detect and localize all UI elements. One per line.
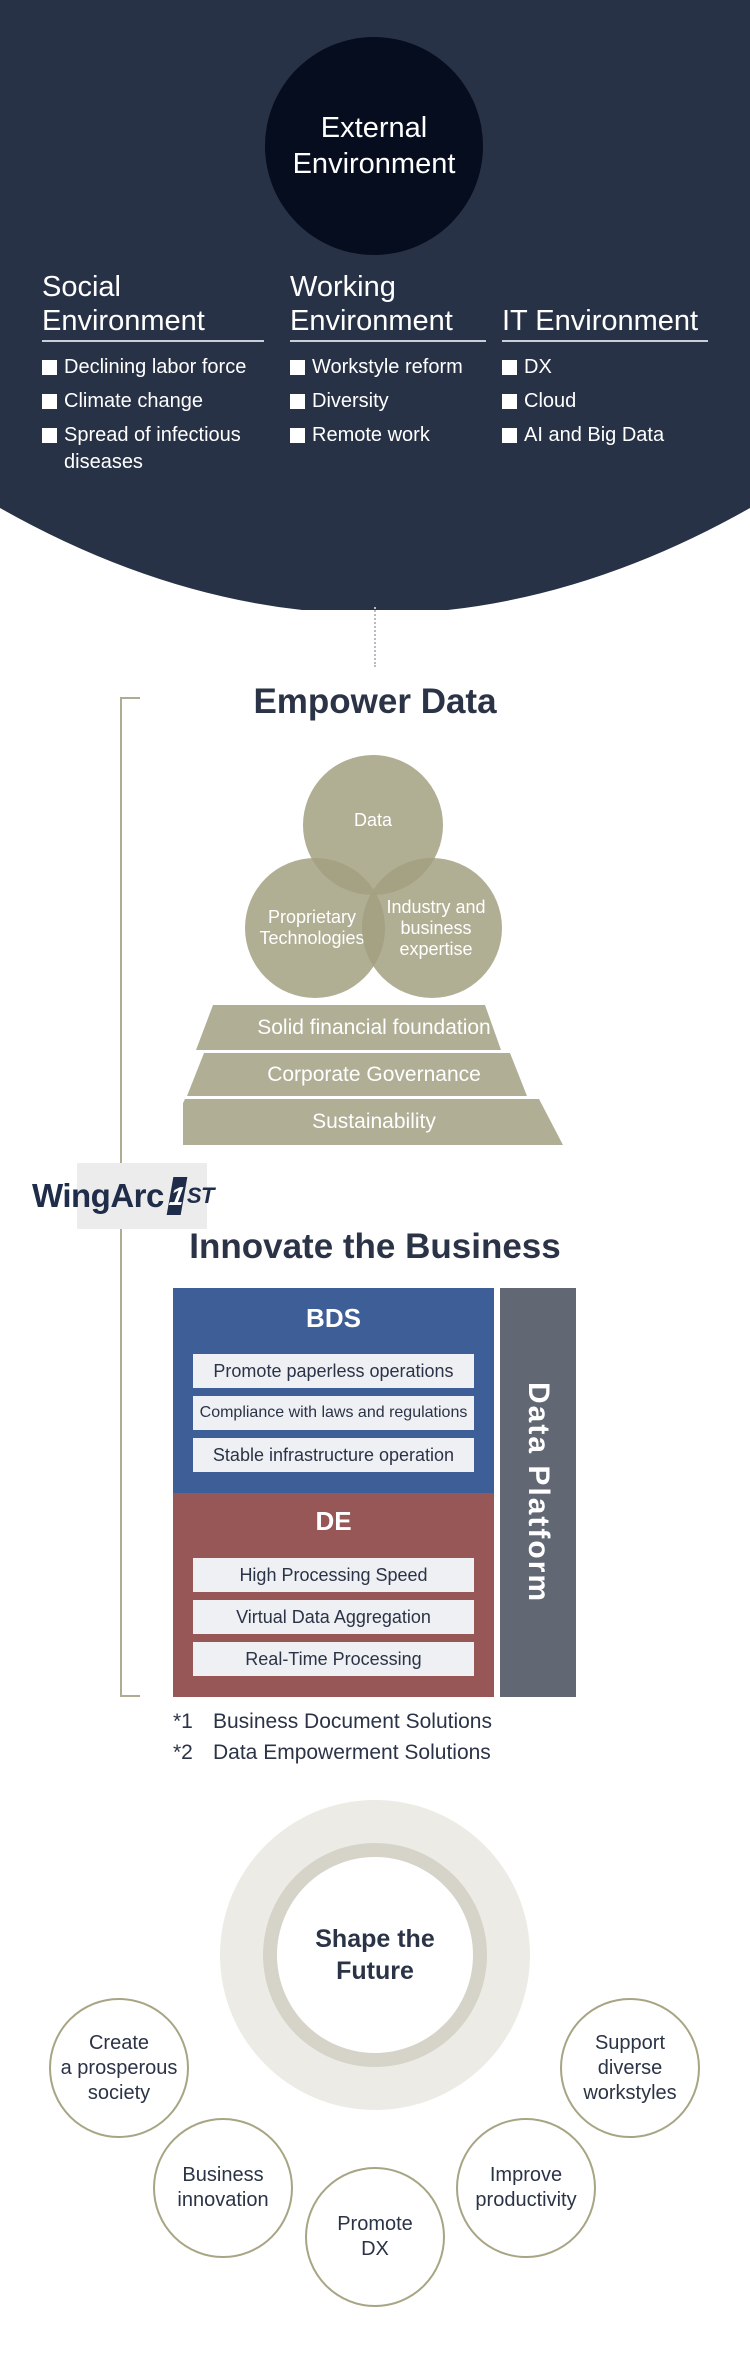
- footnote-1: *1 Business Document Solutions: [173, 1710, 492, 1734]
- external-environment-background: [0, 0, 750, 610]
- empower-data-title: Empower Data: [253, 682, 497, 721]
- it-environment: IT Environment DX Cloud AI and Big Data: [502, 268, 708, 456]
- it-environment-heading: IT Environment: [502, 268, 708, 342]
- list-item: Diversity: [290, 388, 486, 415]
- goal-text: a prosperous: [60, 2056, 178, 2079]
- logo-suffix: ST: [186, 1183, 215, 1208]
- venn-circle-proprietary: Proprietary Technologies: [245, 858, 385, 998]
- data-platform-label: Data Platform: [522, 1381, 555, 1604]
- goal-text: Promote: [337, 2213, 413, 2235]
- pyramid-tier-financial: Solid financial foundation: [257, 1015, 491, 1039]
- bds-heading: BDS: [306, 1302, 361, 1333]
- de-panel: DE High Processing Speed Virtual Data Ag…: [173, 1493, 494, 1697]
- shape-line2: Future: [336, 1957, 414, 1985]
- footnote-2: *2 Data Empowerment Solutions: [173, 1741, 491, 1765]
- shape-line1: Shape the: [315, 1925, 435, 1953]
- working-environment: Working Environment Workstyle reform Div…: [290, 268, 486, 456]
- logo-background: [77, 1163, 207, 1229]
- goal-text: workstyles: [583, 2081, 677, 2104]
- social-environment-heading: Social Environment: [42, 268, 264, 342]
- goal-text: Business: [182, 2164, 264, 2186]
- goal-text: Improve: [489, 2164, 563, 2186]
- bds-item-compliance: Compliance with laws and regulations: [193, 1396, 474, 1430]
- goal-text: productivity: [475, 2189, 577, 2211]
- venn-label-prop-1: Proprietary: [267, 907, 357, 927]
- goal-circle-improve-productivity: Improve productivity: [456, 2118, 596, 2258]
- social-head-line1: Social: [42, 271, 121, 303]
- list-item: Cloud: [502, 388, 708, 415]
- de-item-realtime: Real-Time Processing: [193, 1642, 474, 1676]
- list-item-text: Spread of infectious: [64, 424, 241, 446]
- venn-circle-industry: Industry and business expertise: [362, 858, 502, 998]
- goal-text: innovation: [177, 2189, 269, 2211]
- de-item-speed: High Processing Speed: [193, 1558, 474, 1592]
- list-item-text-cont: diseases: [64, 451, 143, 473]
- working-head-line1: Working: [290, 271, 396, 303]
- bds-item-infrastructure: Stable infrastructure operation: [193, 1438, 474, 1472]
- foundation-pyramid: [183, 1005, 563, 1145]
- footnote-1-text: Business Document Solutions: [213, 1710, 492, 1733]
- it-head-line2: IT Environment: [502, 305, 699, 337]
- goal-text: diverse: [597, 2056, 663, 2079]
- wingarc-logo: WingArc 1 ST: [32, 1166, 214, 1226]
- list-item: AI and Big Data: [502, 422, 708, 449]
- innovate-title: Innovate the Business: [189, 1227, 561, 1266]
- bds-panel: BDS Promote paperless operations Complia…: [173, 1288, 494, 1493]
- bds-item-paperless: Promote paperless operations: [193, 1354, 474, 1388]
- external-title-line2: Environment: [292, 148, 456, 180]
- list-item: Climate change: [42, 388, 264, 415]
- working-environment-heading: Working Environment: [290, 268, 486, 342]
- list-item: Spread of infectious diseases: [42, 422, 264, 476]
- goal-text: Support: [594, 2031, 666, 2054]
- data-platform-bar: Data Platform: [500, 1288, 576, 1697]
- list-item: Workstyle reform: [290, 354, 486, 381]
- logo-text: WingArc: [32, 1177, 164, 1214]
- shape-the-future-circle: Shape the Future: [277, 1857, 473, 2053]
- social-environment: Social Environment Declining labor force…: [42, 268, 264, 476]
- venn-label-prop-2: Technologies: [259, 928, 365, 948]
- goal-circle-promote-dx: Promote DX: [305, 2167, 445, 2307]
- dotted-connector: [374, 607, 376, 667]
- venn-label-ind-3: expertise: [399, 938, 473, 959]
- de-item-aggregation: Virtual Data Aggregation: [193, 1600, 474, 1634]
- pyramid-tier-sustainability: Sustainability: [312, 1110, 436, 1133]
- working-head-line2: Environment: [290, 305, 453, 337]
- venn-label-data: Data: [353, 809, 393, 830]
- goal-text: DX: [361, 2238, 389, 2260]
- goal-circle-business-innovation: Business innovation: [153, 2118, 293, 2258]
- working-environment-list: Workstyle reform Diversity Remote work: [290, 354, 486, 449]
- social-environment-list: Declining labor force Climate change Spr…: [42, 354, 264, 476]
- social-head-line2: Environment: [42, 305, 205, 337]
- list-item: DX: [502, 354, 708, 381]
- venn-label-ind-2: business: [400, 917, 472, 938]
- it-environment-list: DX Cloud AI and Big Data: [502, 354, 708, 449]
- external-title-line1: External: [320, 112, 428, 144]
- venn-label-ind-1: Industry and: [386, 896, 486, 917]
- goal-circle-diverse-workstyles: Support diverse workstyles: [560, 1998, 700, 2138]
- de-heading: DE: [315, 1505, 352, 1536]
- footnote-2-text: Data Empowerment Solutions: [213, 1741, 491, 1764]
- goal-text: society: [87, 2081, 151, 2104]
- external-environment-circle: External Environment: [265, 37, 483, 255]
- logo-mark: 1: [166, 1177, 188, 1215]
- footnote-2-number: *2: [173, 1741, 193, 1764]
- pyramid-tier-governance: Corporate Governance: [267, 1062, 481, 1086]
- list-item: Remote work: [290, 422, 486, 449]
- list-item: Declining labor force: [42, 354, 264, 381]
- footnote-1-number: *1: [173, 1710, 193, 1733]
- goal-circle-prosperous-society: Create a prosperous society: [49, 1998, 189, 2138]
- goal-text: Create: [88, 2031, 150, 2054]
